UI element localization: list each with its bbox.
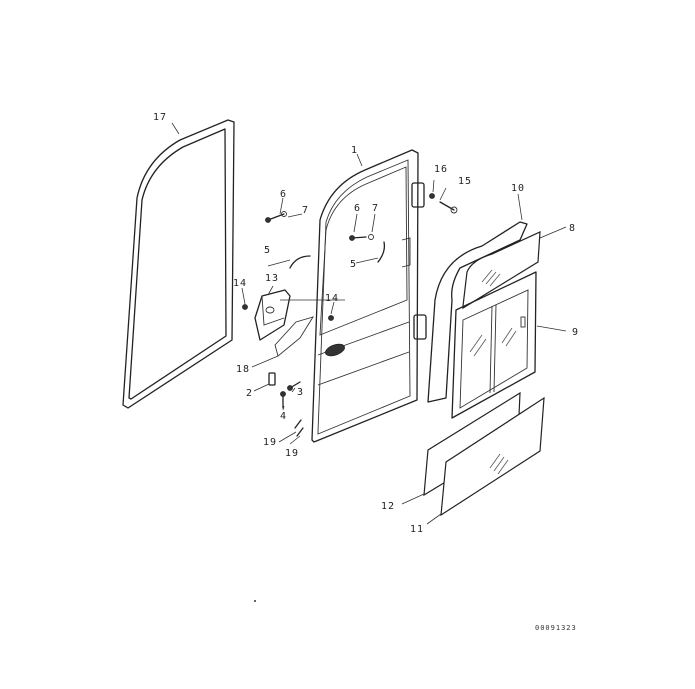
callout-12: 12 bbox=[381, 501, 395, 512]
callout-1: 1 bbox=[351, 145, 358, 156]
lower-hinge bbox=[413, 314, 427, 340]
callout-19a: 19 bbox=[263, 437, 277, 448]
bolts-and-handles bbox=[242, 193, 458, 437]
callout-14a: 14 bbox=[233, 278, 247, 289]
stray-dot bbox=[254, 600, 256, 602]
callout-4: 4 bbox=[280, 411, 287, 422]
upper-hinge bbox=[411, 182, 425, 208]
callout-5b: 5 bbox=[350, 259, 357, 270]
callout-7b: 7 bbox=[372, 203, 379, 214]
door-frame-part-1 bbox=[311, 149, 427, 443]
callout-9: 9 bbox=[572, 327, 579, 338]
callout-7a: 7 bbox=[302, 205, 309, 216]
callout-19b: 19 bbox=[285, 448, 299, 459]
callout-3: 3 bbox=[297, 387, 304, 398]
callout-6b: 6 bbox=[354, 203, 361, 214]
callout-13: 13 bbox=[265, 273, 279, 284]
callouts: 17 1 16 15 10 8 6 7 6 7 5 5 13 14 14 9 1… bbox=[153, 112, 579, 535]
door-seal-part-17 bbox=[122, 119, 235, 409]
callout-15: 15 bbox=[458, 176, 472, 187]
callout-18: 18 bbox=[236, 364, 250, 375]
upper-glass-part-8 bbox=[462, 231, 541, 310]
callout-16: 16 bbox=[434, 164, 448, 175]
lower-glass-part-11 bbox=[440, 396, 545, 517]
callout-11: 11 bbox=[410, 524, 424, 535]
callout-10: 10 bbox=[511, 183, 525, 194]
lock-box-part-13 bbox=[254, 289, 291, 341]
callout-14b: 14 bbox=[325, 293, 339, 304]
door-handle-recess bbox=[325, 343, 345, 357]
leader-lines bbox=[171, 122, 567, 525]
sliding-window-part-9 bbox=[451, 271, 537, 419]
callout-17: 17 bbox=[153, 112, 167, 123]
callout-6a: 6 bbox=[280, 189, 287, 200]
lock-plate-part-18 bbox=[274, 316, 315, 357]
door-panel-part-10 bbox=[427, 221, 528, 403]
drawing-code: 00091323 bbox=[535, 624, 577, 632]
callout-5a: 5 bbox=[264, 245, 271, 256]
callout-2: 2 bbox=[246, 388, 253, 399]
callout-8: 8 bbox=[569, 223, 576, 234]
